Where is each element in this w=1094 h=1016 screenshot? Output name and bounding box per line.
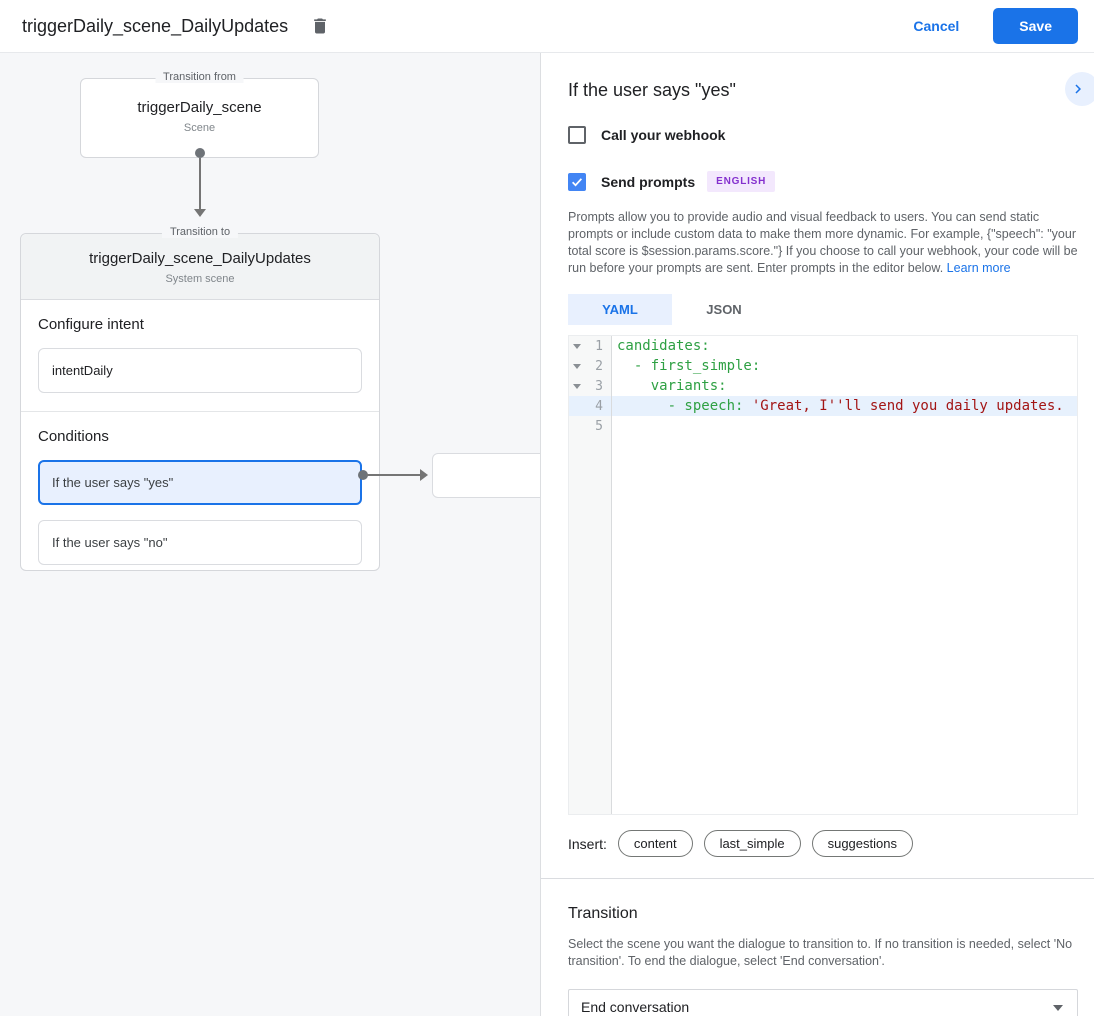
from-scene-type: Scene — [183, 122, 216, 134]
condition-editor-panel: If the user says "yes" Call your webhook… — [541, 53, 1094, 1016]
chevron-right-icon — [1069, 80, 1087, 98]
editor-gutter: 1 2 3 4 5 — [569, 336, 612, 814]
insert-label: Insert: — [568, 835, 607, 852]
connector-dot-right — [358, 470, 368, 480]
fold-arrow-icon[interactable] — [573, 343, 581, 349]
arrow-right-icon — [420, 469, 428, 481]
transition-description: Select the scene you want the dialogue t… — [568, 937, 1073, 968]
tab-json[interactable]: JSON — [706, 302, 742, 317]
yaml-code-editor[interactable]: 1 2 3 4 5 candidates: - first_simple: varian… — [568, 335, 1078, 815]
send-prompts-label: Send prompts — [601, 173, 696, 190]
transition-select[interactable]: End conversation — [568, 989, 1078, 1016]
send-prompts-checkbox[interactable] — [568, 172, 586, 191]
fold-arrow-icon[interactable] — [573, 363, 581, 369]
line-number: 5 — [595, 418, 603, 434]
conditions-section: Conditions If the user says "yes"If the … — [21, 412, 379, 583]
connector-dot-top — [195, 148, 205, 158]
transition-to-legend: Transition to — [161, 226, 239, 238]
transition-section-title: Transition — [568, 905, 638, 922]
line-number: 4 — [595, 398, 603, 414]
editor-format-tabs: YAML JSON — [568, 294, 1078, 325]
insert-row: Insert: content last_simple suggestions — [568, 830, 1078, 857]
condition-item[interactable]: If the user says "yes" — [38, 460, 362, 505]
gutter-row[interactable]: 5 — [569, 416, 611, 436]
to-scene-type: System scene — [165, 273, 235, 285]
collapse-panel-button[interactable] — [1065, 72, 1094, 106]
gutter-row[interactable]: 2 — [569, 356, 611, 376]
prompts-description: Prompts allow you to provide audio and v… — [568, 210, 1078, 275]
editor-line[interactable] — [617, 416, 1077, 436]
connector-line-vertical — [199, 158, 201, 210]
editor-line[interactable]: - speech: 'Great, I''ll send you daily u… — [612, 396, 1077, 416]
call-webhook-label: Call your webhook — [601, 127, 726, 143]
condition-item[interactable]: If the user says "no" — [38, 520, 362, 565]
gutter-row[interactable]: 3 — [569, 376, 611, 396]
editor-line[interactable]: - first_simple: — [617, 358, 761, 374]
transition-select-value: End conversation — [581, 999, 690, 1015]
cancel-button[interactable]: Cancel — [913, 18, 960, 34]
learn-more-link[interactable]: Learn more — [946, 261, 1011, 275]
gutter-row[interactable]: 1 — [569, 336, 611, 356]
editor-line[interactable]: variants: — [617, 378, 727, 394]
fold-arrow-icon[interactable] — [573, 383, 581, 389]
linked-scene-box[interactable] — [432, 453, 540, 498]
transition-from-box[interactable]: Transition from triggerDaily_scene Scene — [80, 71, 319, 158]
editor-line[interactable]: candidates: — [617, 338, 710, 354]
panel-divider — [541, 878, 1094, 879]
connector-line-horizontal — [366, 474, 420, 476]
scene-diagram-panel: Transition from triggerDaily_scene Scene… — [0, 53, 541, 1016]
top-bar: triggerDaily_scene_DailyUpdates Cancel S… — [0, 0, 1094, 53]
from-scene-name: triggerDaily_scene — [137, 99, 262, 116]
transition-to-box: Transition to triggerDaily_scene_DailyUp… — [20, 226, 380, 571]
condition-title: If the user says "yes" — [568, 80, 736, 100]
insert-chip-suggestions[interactable]: suggestions — [811, 830, 913, 857]
arrow-down-icon — [194, 209, 206, 217]
insert-chip-last_simple[interactable]: last_simple — [703, 830, 801, 857]
line-number: 3 — [595, 378, 603, 394]
configure-intent-label: Configure intent — [38, 316, 144, 333]
to-scene-header[interactable]: triggerDaily_scene_DailyUpdates System s… — [21, 234, 379, 300]
line-number: 2 — [595, 358, 603, 374]
insert-chips: content last_simple suggestions — [607, 830, 913, 857]
language-badge: ENGLISH — [707, 171, 776, 192]
save-button[interactable]: Save — [993, 8, 1078, 44]
editor-code[interactable]: candidates: - first_simple: variants: - … — [612, 336, 1077, 814]
dropdown-arrow-icon — [1053, 1005, 1063, 1011]
delete-scene-button[interactable] — [306, 12, 334, 40]
tab-yaml[interactable]: YAML — [568, 294, 672, 325]
conditions-list: If the user says "yes" If the user says "… — [38, 460, 362, 565]
trash-icon — [310, 16, 330, 36]
configure-intent-section: Configure intent intentDaily — [21, 300, 379, 411]
intent-value-box[interactable]: intentDaily — [38, 348, 362, 393]
conditions-label: Conditions — [38, 428, 109, 445]
section-divider — [21, 411, 379, 412]
call-webhook-checkbox[interactable] — [568, 126, 586, 144]
transition-from-legend: Transition from — [155, 71, 244, 83]
checkmark-icon — [572, 177, 583, 186]
page-title: triggerDaily_scene_DailyUpdates — [22, 15, 289, 36]
to-scene-name: triggerDaily_scene_DailyUpdates — [89, 250, 311, 267]
insert-chip-content[interactable]: content — [617, 830, 693, 857]
gutter-row[interactable]: 4 — [569, 396, 611, 416]
line-number: 1 — [595, 338, 603, 354]
